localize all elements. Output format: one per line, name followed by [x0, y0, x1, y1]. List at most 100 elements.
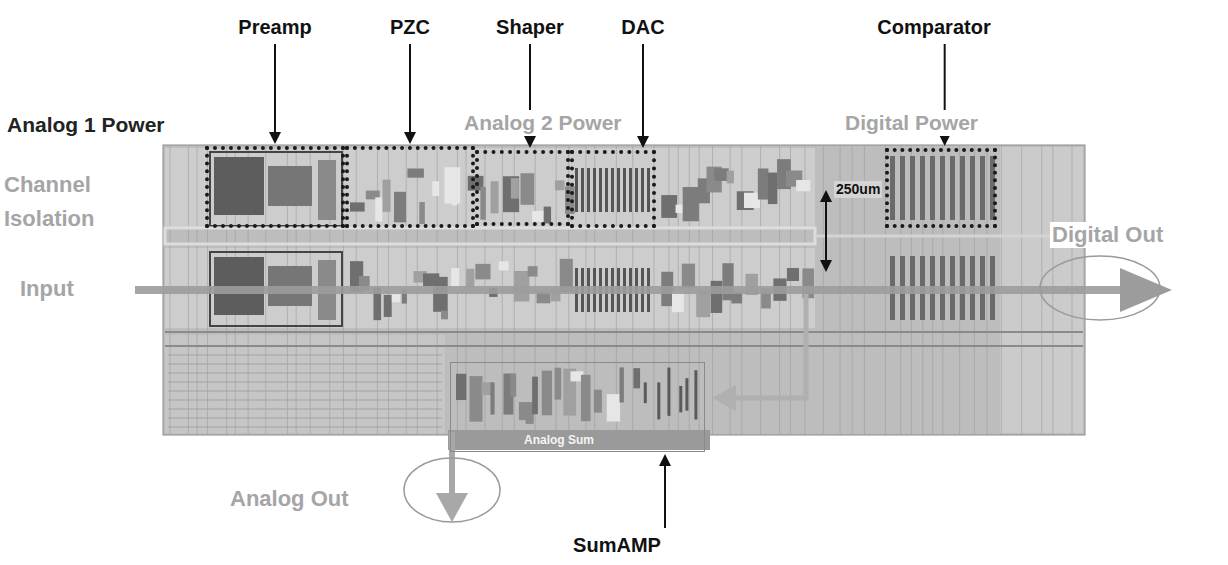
sumamp-cell: [694, 370, 697, 419]
label-holder: Digital Power: [843, 110, 980, 136]
layout-cell: [503, 176, 519, 212]
layout-cell: [683, 187, 699, 221]
layout-cell: [452, 187, 457, 206]
signal-label: Input: [18, 276, 76, 302]
block-label: DAC: [621, 15, 664, 39]
input-arrow: [135, 286, 1122, 294]
layout-cell: [433, 277, 448, 312]
leader-arrow-layer: [450, 362, 705, 557]
sumamp-cell: [532, 377, 538, 415]
flow-overlay: [135, 190, 1172, 522]
dac-cell: [599, 168, 602, 212]
dac-cell: [593, 168, 596, 212]
layout-cell: [383, 180, 391, 212]
die-layout: [163, 145, 1085, 450]
label-holder: 250um: [834, 181, 882, 198]
sum-route: [734, 294, 806, 398]
layout-cell: [672, 291, 684, 312]
dac-cell: [587, 168, 590, 212]
leader-line: [274, 44, 276, 132]
sumamp-cell: [581, 375, 591, 421]
dac-cell: [581, 168, 584, 212]
layout-cell: [419, 202, 425, 224]
metal-line: [168, 418, 442, 419]
layout-cell: [711, 281, 723, 313]
dimension-arrow: [825, 200, 827, 262]
comparator-cell: [900, 156, 905, 220]
layout-cell: [392, 294, 400, 302]
label-holder: Analog 1 Power: [5, 112, 167, 138]
sumamp-cell: [657, 382, 660, 419]
dac-cell: [575, 168, 578, 212]
metal-line: [168, 391, 442, 392]
layout-cell: [384, 295, 392, 317]
layout-cell: [787, 268, 799, 281]
layout-cell: [375, 197, 382, 221]
comparator-cell: [980, 156, 985, 220]
layout-cell: [555, 180, 564, 190]
leader-arrow-layer: [205, 15, 345, 228]
label-holder: Digital Out: [1050, 222, 1165, 248]
analog-sum-strip: [448, 430, 710, 450]
bias-area: [165, 335, 445, 433]
layout-cell: [480, 187, 485, 220]
label-holder: Analog Out: [228, 486, 351, 512]
isolation-band: [165, 228, 815, 244]
block-outline: [475, 150, 570, 226]
leader-arrowhead: [637, 136, 649, 148]
sumamp-cell: [456, 374, 466, 400]
leader-arrowhead: [524, 136, 536, 148]
block-caption: Analog Sum: [522, 432, 596, 448]
bus-line: [165, 331, 1083, 333]
block-outline: [885, 148, 997, 228]
metal-line: [168, 373, 442, 374]
sumamp-cell: [667, 368, 670, 416]
sum-arrowhead: [712, 385, 736, 411]
analog-out-arrowhead: [436, 493, 468, 522]
sumamp-cell: [594, 390, 602, 413]
sumamp-cell: [469, 376, 482, 422]
layout-cell: [528, 266, 538, 276]
layout-cell: [432, 181, 439, 196]
layout-cell: [768, 173, 777, 205]
layout-cell: [758, 168, 769, 199]
block-label: Preamp: [238, 15, 311, 39]
sumamp-cell: [510, 374, 516, 397]
layout-cell: [520, 173, 534, 205]
power-domain-label: Analog 1 Power: [5, 112, 167, 138]
metal-line: [168, 427, 442, 428]
layout-cell: [532, 211, 545, 222]
layout-cell: [696, 291, 710, 317]
comparator-cell: [920, 156, 925, 220]
layout-cell: [394, 192, 406, 222]
preamp-frame: [210, 152, 342, 226]
circuit-block: Preamp: [205, 15, 345, 228]
dac-cell: [617, 168, 620, 212]
layout-cell: [466, 269, 474, 288]
layout-cell: [744, 193, 760, 208]
block-outline: [570, 150, 656, 228]
comparator-cell: [930, 156, 935, 220]
leader-line: [642, 44, 644, 136]
layout-cell: [511, 178, 519, 199]
power-domain-label: Digital Power: [843, 110, 980, 136]
layout-cell: [350, 202, 365, 211]
sumamp-cell: [685, 378, 688, 410]
label-holder: Channel Isolation: [2, 168, 156, 236]
metal-line: [168, 364, 442, 365]
dimension-arrowhead: [820, 190, 832, 202]
dimension-label: 250um: [834, 181, 882, 198]
comparator-cell: [910, 156, 915, 220]
bus-line: [165, 345, 1083, 347]
block-label: Comparator: [877, 15, 990, 39]
isolation-label: Channel Isolation: [2, 168, 156, 236]
leader-line: [409, 44, 411, 132]
label-holder: Analog 2 Power: [462, 110, 624, 136]
comparator-cell: [890, 156, 895, 220]
sumamp-cell: [555, 368, 562, 400]
signal-label: Analog Out: [228, 486, 351, 512]
layout-cell: [318, 160, 336, 220]
sumamp-cell: [679, 386, 682, 412]
